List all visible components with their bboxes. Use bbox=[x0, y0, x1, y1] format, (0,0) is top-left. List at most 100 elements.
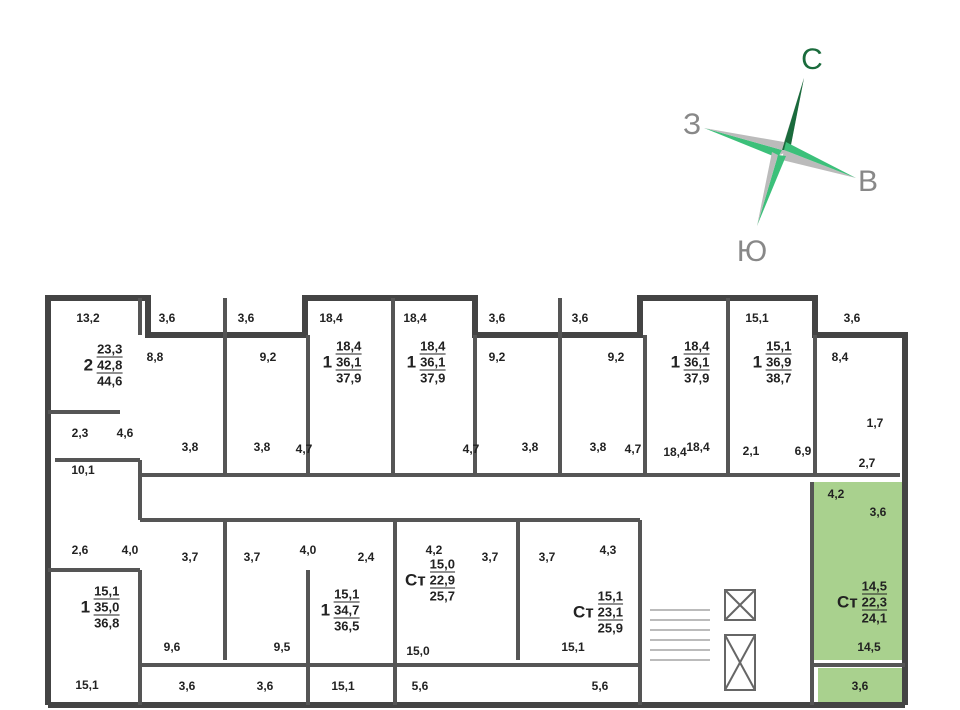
room-area: 10,1 bbox=[71, 463, 95, 477]
apartment-type: 2 bbox=[83, 355, 94, 374]
room-area: 9,2 bbox=[607, 350, 625, 364]
room-area: 4,7 bbox=[624, 442, 642, 456]
total-area: 36,1 bbox=[420, 354, 446, 371]
room-area: 3,6 bbox=[851, 679, 869, 693]
room-area: 8,4 bbox=[831, 350, 849, 364]
highlighted-apartment[interactable] bbox=[812, 482, 905, 660]
living-area: 15,1 bbox=[94, 583, 120, 600]
room-area: 2,7 bbox=[858, 456, 876, 470]
apartment-type: 1 bbox=[80, 597, 91, 616]
total-with-balcony: 37,9 bbox=[684, 370, 710, 386]
room-area: 9,6 bbox=[163, 640, 181, 654]
apartment-type: 1 bbox=[406, 352, 417, 371]
room-area: 5,6 bbox=[411, 679, 429, 693]
room-area: 4,3 bbox=[599, 543, 617, 557]
elevator-shafts bbox=[724, 589, 756, 691]
room-area: 3,8 bbox=[181, 440, 199, 454]
living-area: 18,4 bbox=[684, 338, 710, 355]
room-area: 2,1 bbox=[742, 444, 760, 458]
room-area: 15,1 bbox=[331, 679, 355, 693]
room-area: 5,6 bbox=[591, 679, 609, 693]
staircase bbox=[650, 609, 710, 661]
room-area: 18,4 bbox=[403, 311, 427, 325]
living-area: 14,5 bbox=[861, 578, 887, 595]
total-area: 34,7 bbox=[334, 602, 360, 619]
room-area: 14,5 bbox=[857, 640, 881, 654]
room-area: 9,2 bbox=[259, 350, 277, 364]
total-with-balcony: 37,9 bbox=[420, 370, 446, 386]
room-area: 3,6 bbox=[488, 311, 506, 325]
room-area: 3,6 bbox=[843, 311, 861, 325]
living-area: 15,1 bbox=[597, 588, 623, 605]
room-area: 3,8 bbox=[589, 440, 607, 454]
compass-south: Ю bbox=[736, 235, 768, 268]
apartment-type: Ст bbox=[573, 602, 594, 621]
total-area: 23,1 bbox=[597, 604, 623, 621]
room-area: 9,2 bbox=[488, 350, 506, 364]
room-area: 3,7 bbox=[481, 550, 499, 564]
total-with-balcony: 44,6 bbox=[97, 373, 123, 389]
apartment-type: 1 bbox=[670, 352, 681, 371]
total-with-balcony: 25,9 bbox=[597, 620, 623, 636]
total-with-balcony: 36,8 bbox=[94, 615, 120, 631]
total-area: 22,9 bbox=[429, 572, 455, 589]
room-area: 4,7 bbox=[295, 442, 313, 456]
apartment-type: 1 bbox=[322, 352, 333, 371]
room-area: 3,6 bbox=[158, 311, 176, 325]
living-area: 15,1 bbox=[766, 338, 792, 355]
room-area: 18,4 bbox=[686, 440, 710, 454]
room-area: 2,4 bbox=[357, 550, 375, 564]
apartment-type: 1 bbox=[320, 600, 331, 619]
room-area: 1,7 bbox=[866, 416, 884, 430]
room-area: 9,5 bbox=[273, 640, 291, 654]
room-area: 3,6 bbox=[571, 311, 589, 325]
room-area: 8,8 bbox=[146, 350, 164, 364]
living-area: 23,3 bbox=[97, 341, 123, 358]
room-area: 3,8 bbox=[253, 440, 271, 454]
living-area: 15,1 bbox=[334, 586, 360, 603]
room-area: 3,7 bbox=[181, 550, 199, 564]
total-area: 35,0 bbox=[94, 599, 120, 616]
room-area: 15,1 bbox=[561, 640, 585, 654]
room-area: 3,8 bbox=[521, 440, 539, 454]
living-area: 18,4 bbox=[336, 338, 362, 355]
room-area: 4,7 bbox=[462, 442, 480, 456]
total-with-balcony: 25,7 bbox=[429, 588, 455, 604]
room-area: 6,9 bbox=[794, 444, 812, 458]
compass-north: С bbox=[801, 43, 823, 76]
room-area: 4,6 bbox=[116, 426, 134, 440]
total-area: 42,8 bbox=[97, 357, 123, 374]
apartment-type: Ст bbox=[405, 570, 426, 589]
apartment-type: 1 bbox=[752, 352, 763, 371]
living-area: 15,0 bbox=[429, 556, 455, 573]
room-area: 15,1 bbox=[745, 311, 769, 325]
room-area: 3,6 bbox=[256, 679, 274, 693]
room-area: 3,6 bbox=[178, 679, 196, 693]
room-area: 13,2 bbox=[76, 311, 100, 325]
compass-rose-icon bbox=[704, 78, 856, 226]
total-area: 36,1 bbox=[684, 354, 710, 371]
total-with-balcony: 37,9 bbox=[336, 370, 362, 386]
total-area: 36,9 bbox=[766, 354, 792, 371]
total-area: 22,3 bbox=[861, 594, 887, 611]
room-area: 18,4 bbox=[319, 311, 343, 325]
room-area: 18,4 bbox=[663, 445, 687, 459]
room-area: 15,1 bbox=[75, 678, 99, 692]
total-with-balcony: 36,5 bbox=[334, 618, 360, 634]
apartment-type: Ст bbox=[837, 592, 858, 611]
total-with-balcony: 38,7 bbox=[766, 370, 792, 386]
total-with-balcony: 24,1 bbox=[861, 610, 887, 626]
room-area: 3,7 bbox=[538, 550, 556, 564]
room-area: 3,7 bbox=[243, 550, 261, 564]
room-area: 2,6 bbox=[71, 543, 89, 557]
